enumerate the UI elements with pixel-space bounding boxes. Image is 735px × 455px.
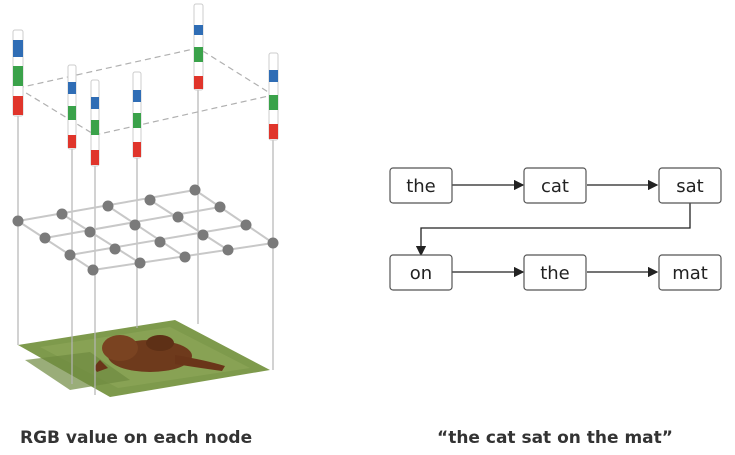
column-stems <box>17 90 274 395</box>
rgb-column <box>132 71 142 159</box>
word-node-on: on <box>389 254 453 291</box>
grid-node <box>39 232 51 244</box>
rgb-column <box>12 29 24 117</box>
rgb-column <box>268 52 279 141</box>
grid-node <box>84 226 96 238</box>
grid-node <box>87 264 99 276</box>
grid-node <box>154 236 166 248</box>
grid-node <box>102 200 114 212</box>
grid-node <box>12 215 24 227</box>
grid-node <box>109 243 121 255</box>
word-node-mat: mat <box>658 254 722 291</box>
grid-node <box>144 194 156 206</box>
image-graph-panel: RGB value on each node <box>12 3 279 448</box>
word-label: mat <box>672 263 708 284</box>
word-node-the-1: the <box>389 167 453 204</box>
grid-node <box>179 251 191 263</box>
top-dashed-plane <box>17 47 275 136</box>
grid-node <box>267 237 279 249</box>
word-node-sat: sat <box>658 167 722 204</box>
grid-node <box>129 219 141 231</box>
left-caption: RGB value on each node <box>20 428 252 448</box>
grid-node <box>56 208 68 220</box>
word-node-cat: cat <box>523 167 587 204</box>
rgb-column <box>193 3 204 91</box>
word-label: the <box>406 176 436 197</box>
word-node-the-2: the <box>523 254 587 291</box>
grid-node <box>222 244 234 256</box>
word-label: the <box>540 263 570 284</box>
arrow-sat-on <box>415 203 691 257</box>
rgb-column <box>67 64 77 150</box>
word-label: on <box>410 263 432 284</box>
rgb-columns <box>12 3 279 167</box>
word-label: cat <box>541 176 569 197</box>
word-label: sat <box>676 176 703 197</box>
chain-arrows <box>415 179 691 278</box>
grid-nodes <box>12 184 279 276</box>
grid-node <box>189 184 201 196</box>
grid-node <box>240 219 252 231</box>
grid-node <box>172 211 184 223</box>
grid-node <box>134 257 146 269</box>
dog-photo <box>18 320 270 397</box>
rgb-column <box>90 79 100 167</box>
grid-node <box>64 249 76 261</box>
right-caption: “the cat sat on the mat” <box>437 428 673 448</box>
sentence-graph-panel: the cat sat on the mat “the cat sat on t… <box>389 167 722 448</box>
grid-node <box>197 229 209 241</box>
grid-node <box>214 201 226 213</box>
